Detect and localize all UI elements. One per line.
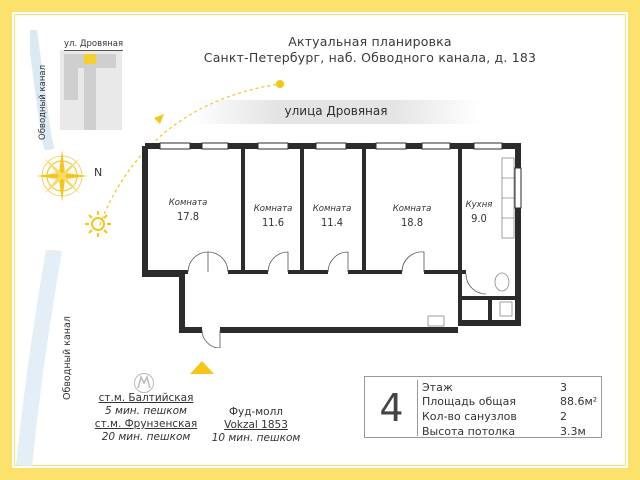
mall-info: Фуд-молл Vokzal 1853 10 мин. пешком xyxy=(206,406,306,445)
window xyxy=(375,142,407,150)
floor-number: 4 xyxy=(366,380,418,436)
entrance-door-arc xyxy=(201,329,221,348)
mall-walk: 10 мин. пешком xyxy=(211,432,301,444)
metro-walk-2: 20 мин. пешком xyxy=(101,431,191,443)
title-line-1: Актуальная планировка xyxy=(288,34,452,49)
kitchen-area: 9.0 xyxy=(471,212,487,225)
metro-station-2: ст.м. Фрунзенская xyxy=(94,418,198,430)
window xyxy=(159,142,191,150)
info-row-bathrooms: Кол-во санузлов 2 xyxy=(422,410,602,423)
info-label: Этаж xyxy=(422,381,453,394)
room-3-area: 11.4 xyxy=(320,216,344,229)
room-4-area: 18.8 xyxy=(400,216,424,229)
door-arc xyxy=(267,251,289,273)
location-map xyxy=(30,30,122,150)
sun-arc-arrow-icon xyxy=(154,114,164,124)
mall-line-2: Vokzal 1853 xyxy=(224,419,288,431)
page-title: Актуальная планировка Санкт-Петербург, н… xyxy=(150,34,590,66)
info-row-area: Площадь общая 88.6м² xyxy=(422,395,602,408)
door-arc xyxy=(207,251,229,273)
floor-plan xyxy=(142,142,522,348)
window xyxy=(315,142,347,150)
metro-icon xyxy=(134,373,154,393)
window xyxy=(473,142,503,150)
canal-bottom xyxy=(16,250,62,466)
street-bar xyxy=(190,100,480,124)
sun-arc xyxy=(99,83,281,226)
inner-frame xyxy=(14,14,626,466)
sun-path xyxy=(99,80,284,226)
kitchen-name: Кухня xyxy=(465,200,493,210)
compass-icon xyxy=(36,150,88,202)
canal-bottom-water xyxy=(16,250,62,466)
room-1-area: 17.8 xyxy=(176,210,200,223)
window xyxy=(201,142,229,150)
bathroom-walls xyxy=(458,274,518,323)
door-arc xyxy=(327,251,349,273)
room-2-name: Комната xyxy=(253,204,293,214)
toilet-icon xyxy=(494,272,510,292)
info-value: 2 xyxy=(560,410,567,423)
info-row-ceiling: Высота потолка 3.3м xyxy=(422,425,602,438)
canal-label-bottom: Обводный канал xyxy=(62,316,73,400)
entrance-arrow-icon xyxy=(190,361,214,374)
window xyxy=(257,142,289,150)
building-highlight xyxy=(84,54,96,64)
window xyxy=(421,142,451,150)
map-street-label: ул. Дровяная xyxy=(64,39,124,51)
info-row-floor: Этаж 3 xyxy=(422,381,602,394)
sun-icon xyxy=(85,211,111,237)
info-label: Площадь общая xyxy=(422,395,516,408)
shower-icon xyxy=(499,301,513,317)
info-value: 3 xyxy=(560,381,567,394)
mall-line-1: Фуд-молл xyxy=(228,406,284,418)
door-arc xyxy=(187,251,209,273)
building-outline xyxy=(64,54,116,130)
sun-end-dot xyxy=(276,80,284,88)
room-1-name: Комната xyxy=(168,198,208,208)
outer-wall xyxy=(142,143,521,333)
window xyxy=(514,167,522,209)
canal-water xyxy=(30,30,55,150)
sink-icon xyxy=(427,315,445,327)
room-2-area: 11.6 xyxy=(261,216,285,229)
north-label: N xyxy=(94,166,103,179)
metro-station-1: ст.м. Балтийская xyxy=(98,392,194,404)
metro-walk-1: 5 мин. пешком xyxy=(105,405,187,417)
info-value: 3.3м xyxy=(560,425,586,438)
info-value: 88.6м² xyxy=(560,395,598,408)
street-label: улица Дровяная xyxy=(284,104,388,118)
canal-label-top: Обводный канал xyxy=(38,64,48,140)
door-arc xyxy=(465,273,487,295)
room-3-name: Комната xyxy=(312,204,352,214)
metro-info: ст.м. Балтийская 5 мин. пешком ст.м. Фру… xyxy=(92,392,200,444)
building-wing xyxy=(64,68,78,100)
info-box xyxy=(364,376,602,438)
info-label: Высота потолка xyxy=(422,425,516,438)
door-arc xyxy=(401,251,425,273)
info-label: Кол-во санузлов xyxy=(422,410,517,423)
room-4-name: Комната xyxy=(392,204,432,214)
title-line-2: Санкт-Петербург, наб. Обводного канала, … xyxy=(203,50,537,65)
